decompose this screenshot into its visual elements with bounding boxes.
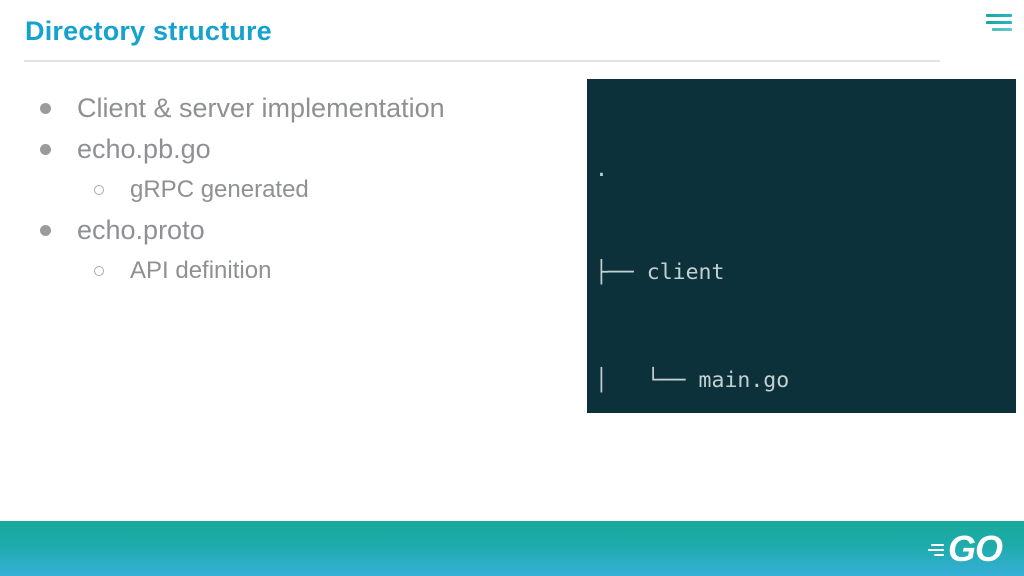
- speed-line-1: [930, 543, 944, 546]
- tree-summary-line: 3 directories, 4 files: [595, 407, 880, 413]
- bullet-circle-icon: [94, 266, 104, 276]
- list-item: echo.pb.go: [32, 129, 572, 170]
- list-item-label: Client & server implementation: [77, 93, 445, 123]
- tree-line: │ └── main.go: [595, 368, 790, 393]
- menu-line-1: [986, 14, 1012, 17]
- footer-bar: GO: [0, 521, 1024, 576]
- title-divider: [24, 60, 940, 62]
- list-item-label: echo.proto: [77, 215, 205, 245]
- list-item-label: echo.pb.go: [77, 134, 211, 164]
- terminal-output: . ├── client │ └── main.go ├── echo │ ├─…: [595, 85, 1016, 413]
- list-item: Client & server implementation: [32, 88, 572, 129]
- menu-line-2: [986, 21, 1012, 24]
- list-item-label: API definition: [130, 257, 272, 284]
- hamburger-menu-icon[interactable]: [986, 14, 1012, 36]
- bullet-disc-icon: [40, 225, 51, 236]
- speed-line-3: [933, 553, 944, 556]
- list-item-sub: API definition: [32, 251, 572, 291]
- tree-line: .: [595, 157, 608, 182]
- bullet-list: Client & server implementation echo.pb.g…: [32, 88, 572, 291]
- list-item-sub: gRPC generated: [32, 170, 572, 210]
- go-logo-text: GO: [947, 527, 1003, 569]
- bullet-circle-icon: [94, 185, 104, 195]
- bullet-disc-icon: [40, 103, 51, 114]
- terminal-tree-panel: . ├── client │ └── main.go ├── echo │ ├─…: [587, 79, 1016, 413]
- go-speed-lines-icon: [927, 543, 944, 556]
- bullet-disc-icon: [40, 144, 51, 155]
- list-item: echo.proto: [32, 210, 572, 251]
- speed-line-2: [927, 548, 944, 551]
- tree-line: ├── client: [595, 260, 725, 285]
- menu-line-3: [992, 28, 1012, 31]
- list-item-label: gRPC generated: [130, 176, 309, 203]
- go-logo: GO: [927, 527, 1003, 569]
- page-title: Directory structure: [25, 16, 272, 46]
